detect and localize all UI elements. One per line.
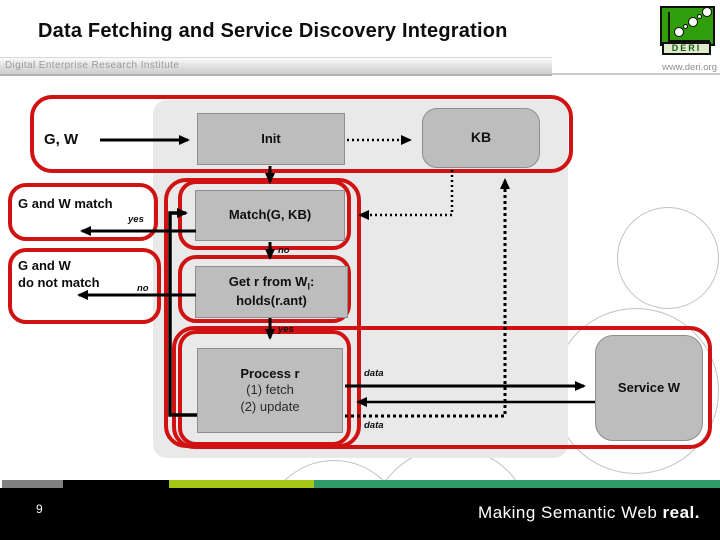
node-kb-label: KB <box>470 129 492 146</box>
logo-axis <box>668 40 710 42</box>
node-match: Match(G, KB) <box>195 190 345 241</box>
website-url: www.deri.org <box>662 62 717 73</box>
node-get-r: Get r from WI: holds(r.ant) <box>195 266 348 318</box>
node-service-w-label: Service W <box>617 379 681 395</box>
edge-label-data-in: data <box>364 420 384 431</box>
group-process <box>178 330 351 446</box>
footer-strip-green <box>169 480 314 488</box>
institute-name: Digital Enterprise Research Institute <box>5 60 180 71</box>
tagline: Making Semantic Web real. <box>478 503 700 523</box>
footer-bar <box>0 488 720 540</box>
footer-strip-gray <box>2 480 63 488</box>
logo-dot <box>697 14 702 19</box>
tagline-bold: real. <box>662 503 700 522</box>
footer-strip-teal <box>314 480 720 488</box>
node-kb: KB <box>422 108 540 168</box>
group-process-service <box>172 326 712 449</box>
logo-axis <box>668 12 670 42</box>
node-process-title: Process r <box>240 366 300 382</box>
edge-label-no-mid: no <box>278 245 290 256</box>
group-get-r <box>178 255 351 323</box>
node-init-label: Init <box>261 130 281 146</box>
footer-strip-black <box>63 480 169 488</box>
page-title: Data Fetching and Service Discovery Inte… <box>38 20 508 42</box>
logo-dot <box>674 27 684 37</box>
node-get-r-line1: Get r from WI: <box>228 274 315 293</box>
logo-dot <box>688 17 698 27</box>
group-outcome-match <box>8 183 158 241</box>
deri-logo-icon: DERI <box>660 6 717 56</box>
edge-label-yes-mid: yes <box>278 324 294 335</box>
institute-bar-right <box>552 57 720 75</box>
outcome-no-match-label: G and W do not match <box>18 258 100 290</box>
logo-dot <box>683 24 688 29</box>
logo-wordmark: DERI <box>662 42 711 55</box>
logo-dot <box>702 7 712 17</box>
node-init: Init <box>197 113 345 165</box>
input-label: G, W <box>44 131 79 148</box>
node-get-r-line2: holds(r.ant) <box>236 293 307 309</box>
decor-circle <box>617 207 719 309</box>
logo-chart-background <box>660 6 715 46</box>
institute-bar <box>0 57 552 76</box>
node-service-w: Service W <box>595 335 703 441</box>
group-init-kb <box>30 95 573 173</box>
arrow-kb-to-match-dotted <box>358 170 454 220</box>
slide-number: 9 <box>36 502 43 516</box>
arrow-process-loop-to-match <box>168 208 197 417</box>
edge-label-no: no <box>137 283 149 294</box>
node-match-label: Match(G, KB) <box>228 207 312 223</box>
group-outcome-no-match <box>8 248 161 324</box>
node-process-step1: (1) fetch <box>246 382 294 398</box>
edge-label-yes: yes <box>128 214 144 225</box>
tagline-regular: Making Semantic Web <box>478 503 663 522</box>
edge-label-data-out: data <box>364 368 384 379</box>
node-process: Process r (1) fetch (2) update <box>197 348 343 433</box>
outcome-match-label: G and W match <box>18 196 113 211</box>
node-process-step2: (2) update <box>240 398 300 414</box>
